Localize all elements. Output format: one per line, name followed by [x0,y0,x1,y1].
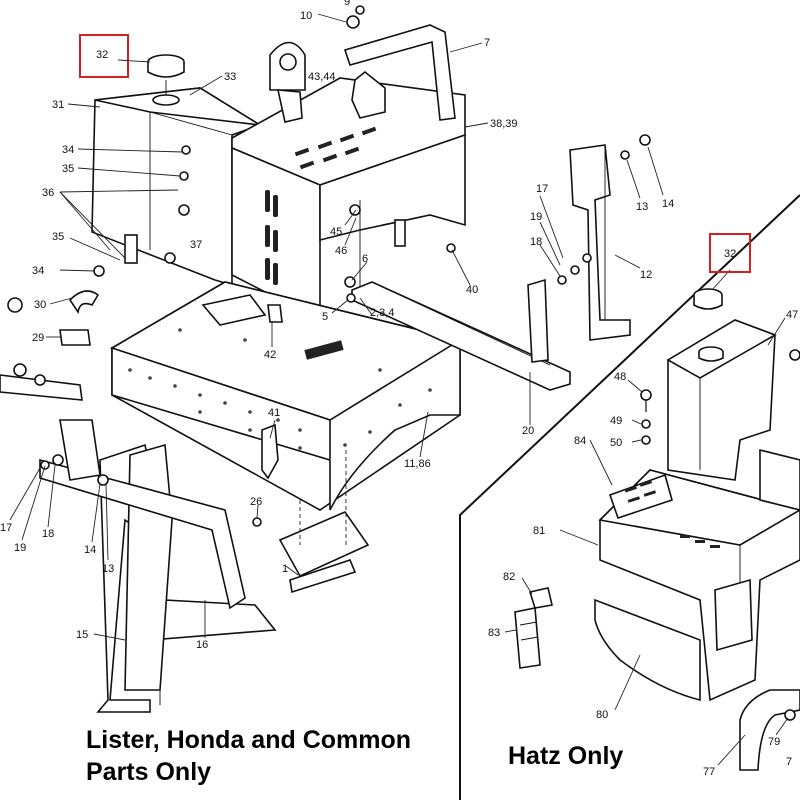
label-83: 83 [488,627,500,639]
label-34b: 34 [32,265,44,277]
label-42: 42 [264,349,276,361]
label-35b: 35 [52,231,64,243]
label-38-39: 38,39 [490,118,518,130]
part-labels-left: 9 10 7 33 43,44 31 38,39 34 35 36 35 37 … [0,0,674,651]
label-7b: 7 [786,756,792,768]
label-48: 48 [614,371,626,383]
label-1: 1 [282,563,288,575]
label-10: 10 [300,10,312,22]
right-assembly: 47 48 49 50 84 81 82 83 80 77 79 7 32 Ha… [488,233,800,778]
label-37: 37 [190,239,202,251]
label-49: 49 [610,415,622,427]
label-35: 35 [62,163,74,175]
section-divider [459,194,800,800]
left-assembly: 9 10 7 33 43,44 31 38,39 34 35 36 35 37 … [0,0,674,786]
label-82: 82 [503,571,515,583]
label-47: 47 [786,309,798,321]
fuel-cap-left [147,54,185,106]
fuel-cap-right [693,288,723,310]
label-45: 45 [330,226,342,238]
label-9: 9 [344,0,350,8]
caption-left-line1: Lister, Honda and Common [86,726,411,754]
caption-left-line2: Parts Only [86,758,211,786]
label-16: 16 [196,639,208,651]
label-20: 20 [522,425,534,437]
label-12: 12 [640,269,652,281]
label-80: 80 [596,709,608,721]
label-19b: 19 [14,542,26,554]
caption-right: Hatz Only [508,742,623,770]
label-33: 33 [224,71,236,83]
label-26: 26 [250,496,262,508]
label-84: 84 [574,435,586,447]
base-frame [110,281,463,511]
label-34: 34 [62,144,74,156]
label-18: 18 [530,236,542,248]
label-46: 46 [335,245,347,257]
label-43-44: 43,44 [308,71,336,83]
right-leg-stand [527,144,631,363]
label-50: 50 [610,437,622,449]
label-32-left: 32 [96,49,108,61]
label-79: 79 [768,736,780,748]
frame-holes [128,328,432,450]
label-19: 19 [530,211,542,223]
hatz-frame [594,448,800,771]
label-18b: 18 [42,528,54,540]
label-14: 14 [662,198,674,210]
label-81: 81 [533,525,545,537]
leader-lines-right [504,269,789,766]
label-15: 15 [76,629,88,641]
label-2-3-4: 2,3,4 [370,307,394,319]
hatz-fuel-tank [666,319,777,481]
highlight-box-right [709,233,751,273]
hatz-latch [514,587,553,669]
label-17b: 17 [0,522,12,534]
left-leg-stand [39,419,277,713]
label-7: 7 [484,37,490,49]
callout-32-left: 32 [79,34,151,78]
label-29: 29 [32,332,44,344]
label-30: 30 [34,299,46,311]
label-14b: 14 [84,544,96,556]
label-13b: 13 [102,563,114,575]
label-11-86: 11,86 [404,458,431,470]
label-36: 36 [42,187,54,199]
hatz-fasteners [640,349,800,445]
label-17: 17 [536,183,548,195]
mount-plate [278,450,370,594]
label-13: 13 [636,201,648,213]
label-32-right: 32 [724,248,736,260]
part-labels-right: 47 48 49 50 84 81 82 83 80 77 79 7 [488,309,798,778]
callout-32-right: 32 [709,233,751,273]
label-40: 40 [466,284,478,296]
leader-lines-left [9,13,664,641]
handle-bracket [343,5,456,121]
highlight-box-left [79,34,129,78]
label-41: 41 [268,407,280,419]
label-31: 31 [52,99,64,111]
label-6: 6 [362,253,368,265]
label-5: 5 [322,311,328,323]
label-77: 77 [703,766,715,778]
